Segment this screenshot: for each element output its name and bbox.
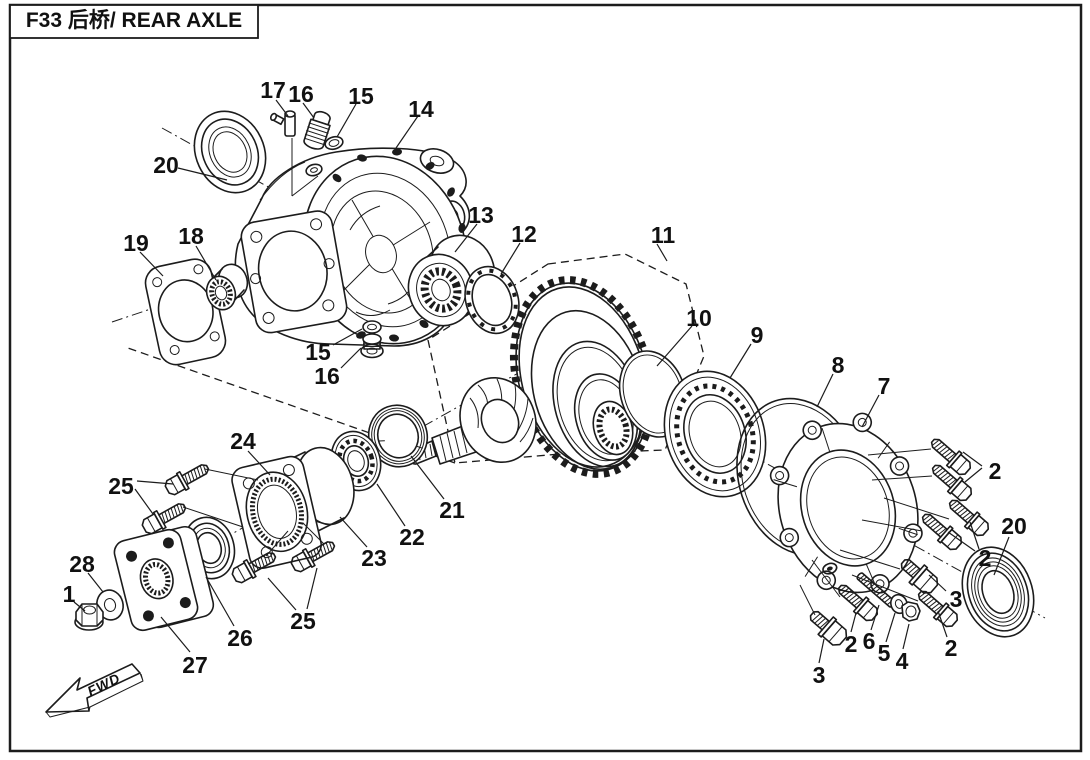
callout-number-28-34: 28 [69, 551, 95, 577]
title-block: F33 后桥/ REAR AXLE [9, 4, 259, 39]
callout-number-19-5: 19 [123, 230, 149, 256]
nut-4-part [901, 601, 921, 622]
drain-plug-part [360, 333, 384, 359]
callout-number-25-27: 25 [108, 473, 134, 499]
shim-part [464, 265, 520, 335]
filler-plug-part [303, 110, 331, 150]
callout-number-5-20: 5 [878, 640, 891, 666]
oil-seal-right-part [961, 546, 1035, 638]
callout-number-23-30: 23 [361, 545, 387, 571]
callout-number-22-29: 22 [399, 524, 425, 550]
assembly-lines [182, 448, 950, 616]
callout-number-2-14: 2 [989, 458, 1002, 484]
breather-valve-part [269, 110, 296, 137]
callout-number-8-12: 8 [832, 352, 845, 378]
leader-lines [73, 99, 1010, 664]
callout-number-13-7: 13 [468, 202, 494, 228]
callout-number-1-35: 1 [63, 581, 76, 607]
callout-number-26-32: 26 [227, 625, 253, 651]
callout-number-18-6: 18 [178, 223, 204, 249]
nut-1-part [74, 603, 104, 631]
callout-number-11-9: 11 [651, 222, 676, 248]
drain-washer-part [362, 320, 382, 334]
callout-number-6-21: 6 [863, 628, 876, 654]
callout-number-3-23: 3 [813, 662, 826, 688]
small-bearing-part [205, 263, 249, 311]
callout-number-27-33: 27 [182, 652, 208, 678]
pinion-gear-part [407, 376, 537, 465]
callout-number-20-4: 20 [153, 152, 179, 178]
callout-number-16-1: 16 [288, 81, 314, 107]
housing-side-flange [240, 210, 348, 334]
callout-number-14-3: 14 [408, 96, 434, 122]
callout-number-21-28: 21 [439, 497, 465, 523]
callout-number-7-13: 7 [878, 373, 891, 399]
callout-number-2-22: 2 [845, 631, 858, 657]
callout-number-20-15: 20 [1001, 513, 1027, 539]
callout-number-17-0: 17 [260, 77, 286, 103]
callout-number-9-11: 9 [751, 322, 764, 348]
bearing-9-part [663, 370, 767, 498]
drive-flange-part [113, 525, 215, 632]
plug-washer-part [324, 135, 344, 151]
diagram-title: F33 后桥/ REAR AXLE [26, 8, 242, 32]
callout-number-2-18: 2 [945, 635, 958, 661]
callout-number-15-2: 15 [348, 83, 374, 109]
callout-number-25-31: 25 [290, 608, 316, 634]
callout-number-12-8: 12 [511, 221, 537, 247]
callout-number-15-24: 15 [305, 339, 331, 365]
callout-number-16-25: 16 [314, 363, 340, 389]
callout-number-10-10: 10 [686, 305, 712, 331]
bearing-holder-part [231, 446, 355, 569]
callout-number-4-19: 4 [896, 648, 909, 674]
callout-number-24-26: 24 [230, 428, 256, 454]
callout-number-2-16: 2 [979, 545, 992, 571]
callout-number-3-17: 3 [950, 586, 963, 612]
oil-seal-left-part [193, 110, 267, 194]
